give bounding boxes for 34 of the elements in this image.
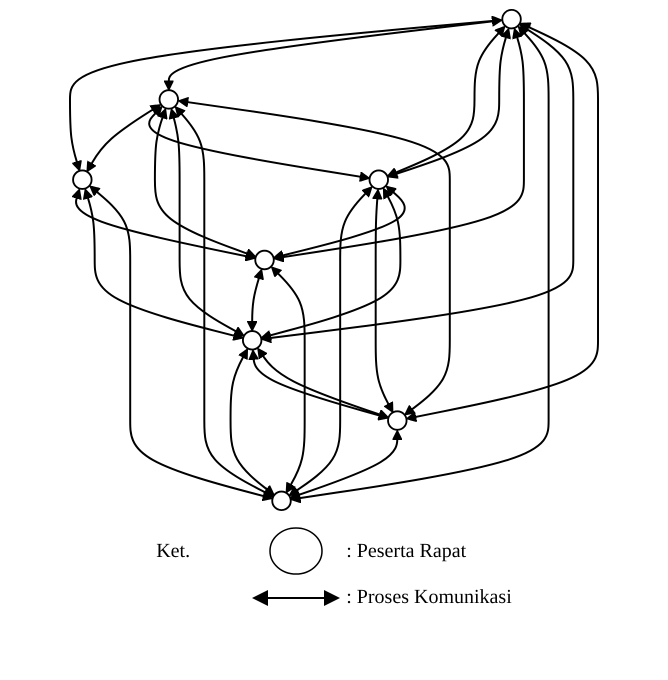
legend-text: : Proses Komunikasi <box>346 586 512 609</box>
arrow <box>148 106 370 182</box>
arrow <box>174 106 274 498</box>
arrow <box>86 104 162 172</box>
arrow <box>230 348 275 496</box>
node-circle <box>72 170 93 190</box>
arrow <box>290 430 403 500</box>
legend-text: : Peserta Rapat <box>346 540 468 562</box>
arrow <box>290 26 550 504</box>
arrow <box>270 266 306 494</box>
arrow <box>406 22 599 422</box>
arrow <box>154 108 256 259</box>
arrow <box>89 186 274 502</box>
arrow <box>273 28 525 262</box>
arrow <box>273 186 406 261</box>
node-circle <box>158 89 179 110</box>
arrow <box>260 188 402 341</box>
legend-title: Ket. <box>156 540 190 562</box>
arrow <box>260 24 574 344</box>
node-circle <box>368 170 389 190</box>
arrow <box>69 16 502 172</box>
node-circle <box>387 410 408 431</box>
node-circle <box>271 490 292 512</box>
node-circle <box>501 8 522 30</box>
arrow <box>168 108 245 336</box>
arrow <box>71 188 256 262</box>
arrow <box>246 268 264 332</box>
arrow <box>163 16 502 91</box>
node-circle <box>254 250 275 270</box>
arrow <box>178 96 451 416</box>
arrow <box>82 188 244 341</box>
node-circle <box>242 330 262 350</box>
arrow <box>372 188 394 413</box>
arrow <box>288 186 372 496</box>
